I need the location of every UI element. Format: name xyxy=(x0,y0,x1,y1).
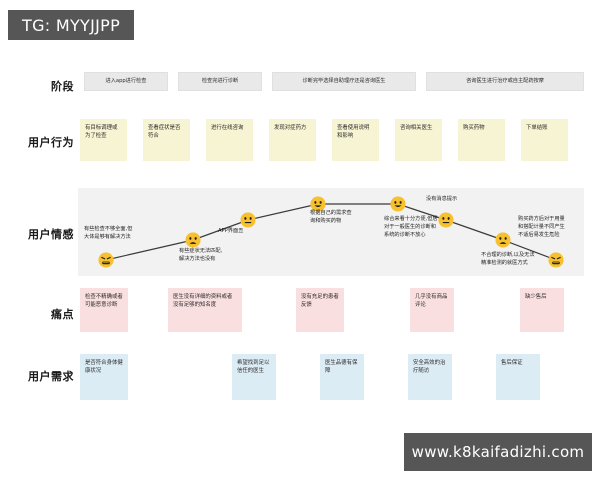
emotion-face-sad-icon xyxy=(185,232,201,248)
need-note[interactable]: 医生品德有保障 xyxy=(320,354,364,400)
emotion-curve-line xyxy=(105,203,557,261)
stage-box[interactable]: 诊断完毕选择自助理疗还是咨询医生 xyxy=(272,72,416,91)
behavior-note[interactable]: 查看使用说明和影响 xyxy=(332,119,379,161)
emotion-caption: 根据自己的需求查 询和购买药物 xyxy=(310,210,352,224)
stage-box[interactable]: 咨询医生进行治疗或自主配药按摩 xyxy=(426,72,584,91)
row-label-needs: 用户需求 xyxy=(28,370,74,383)
stage-box[interactable]: 进入app进行检查 xyxy=(84,72,168,91)
emotion-face-neutral-icon xyxy=(438,212,454,228)
behavior-note[interactable]: 购买药物 xyxy=(458,119,505,161)
pain-note[interactable]: 没有充足的患者反馈 xyxy=(296,288,344,332)
emotion-face-neutral-icon xyxy=(240,212,256,228)
emotion-face-very-sad-icon xyxy=(548,252,564,268)
need-note[interactable]: 希望找到足以信任的医生 xyxy=(232,354,276,400)
emotion-caption: 没有消息提示 xyxy=(426,196,458,202)
behavior-note[interactable]: 进行在线咨询 xyxy=(206,119,253,161)
emotion-face-happy-icon xyxy=(310,196,326,212)
pain-note[interactable]: 缺少售后 xyxy=(520,288,564,332)
emotion-caption: 综合来看十分方便,但居 对于一般医生的诊断和 系统的诊断不放心 xyxy=(384,216,438,238)
emotion-caption: APP界面丑 xyxy=(218,228,244,234)
need-note[interactable]: 售后保证 xyxy=(496,354,540,400)
pain-note[interactable]: 医生没有详细的资料或者没有足够的知名度 xyxy=(168,288,242,332)
emotion-face-happy-icon xyxy=(390,196,406,212)
behavior-note[interactable]: 下单结账 xyxy=(521,119,568,161)
emotion-caption: 有些症状无法匹配, 解决方法也没有 xyxy=(179,248,223,262)
row-label-behavior: 用户行为 xyxy=(28,136,74,149)
row-label-emotion: 用户情感 xyxy=(28,228,74,241)
pain-note[interactable]: 检查不精确或者可能恶意诊断 xyxy=(80,288,128,332)
behavior-note[interactable]: 发现对症药方 xyxy=(269,119,316,161)
emotion-caption: 购买药方后对于用量 和搭配计量不同产生 不适后易发生危险 xyxy=(518,216,565,238)
emotion-caption: 有些检查不够全面,但 大体是够有解决方法 xyxy=(84,226,133,240)
stage-box[interactable]: 检查完进行诊断 xyxy=(178,72,262,91)
need-note[interactable]: 安全高效的治疗随访 xyxy=(408,354,452,400)
pain-note[interactable]: 几乎没有商品评论 xyxy=(410,288,454,332)
behavior-note[interactable]: 查看症状是否符合 xyxy=(143,119,190,161)
emotion-face-very-sad-icon xyxy=(98,252,114,268)
emotion-face-sad-icon xyxy=(495,232,511,248)
row-label-stage: 阶段 xyxy=(51,80,74,93)
watermark-top: TG: MYYJJPP xyxy=(8,10,135,40)
need-note[interactable]: 是否符合身体健康状况 xyxy=(80,354,128,400)
emotion-curve-band: 有些检查不够全面,但 大体是够有解决方法有些症状无法匹配, 解决方法也没有 APP… xyxy=(78,188,584,276)
row-label-pain: 痛点 xyxy=(51,308,74,321)
emotion-caption: 不合理的诊断,以及无法 精准检测的就医方式 xyxy=(481,252,535,266)
watermark-bottom: www.k8kaifadizhi.com xyxy=(404,433,592,471)
behavior-note[interactable]: 咨询相关医生 xyxy=(395,119,442,161)
behavior-note[interactable]: 有目标调理或为了检查 xyxy=(80,119,127,161)
